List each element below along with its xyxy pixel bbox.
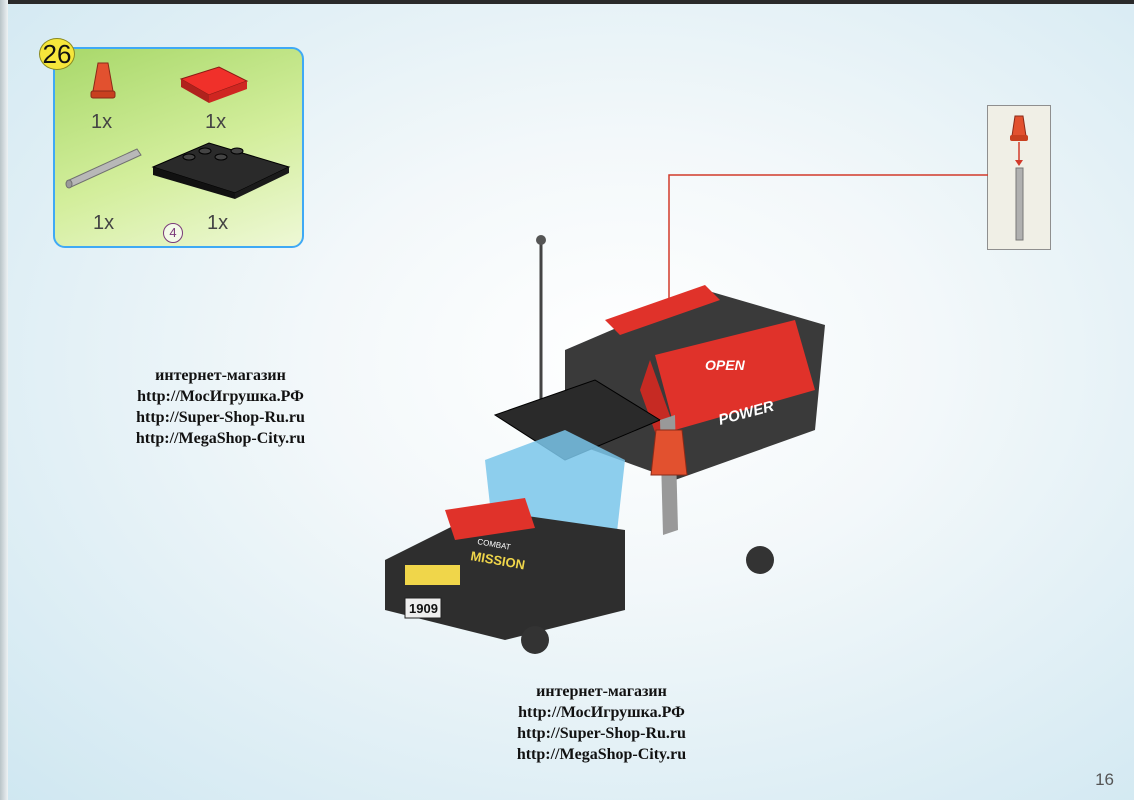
detail-callout bbox=[987, 105, 1051, 250]
rod-part-image bbox=[63, 145, 145, 191]
watermark-bottom: интернет-магазин http://МосИгрушка.РФ ht… bbox=[516, 683, 687, 763]
page-number: 16 bbox=[1095, 770, 1114, 789]
top-edge bbox=[0, 0, 1134, 4]
parts-list-panel: 1x 1x 4 1x bbox=[53, 47, 304, 248]
plate-number: 1909 bbox=[409, 601, 438, 616]
slope-part-image bbox=[149, 133, 293, 201]
cone-part-image bbox=[89, 61, 117, 101]
cone-qty: 1x bbox=[91, 111, 113, 133]
watermark-left: интернет-магазин http://МосИгрушка.РФ ht… bbox=[135, 367, 306, 447]
step-number-badge: 26 bbox=[39, 38, 75, 70]
binding-spine bbox=[0, 0, 8, 800]
truck-model-image: OPEN POWER MISSION COMBAT 1909 bbox=[385, 235, 825, 654]
tile-qty: 1x bbox=[205, 111, 227, 133]
rod-qty: 1x bbox=[93, 212, 115, 234]
roof-logo-text: OPEN bbox=[705, 357, 746, 373]
rod-length-badge: 4 bbox=[163, 223, 183, 243]
slope-qty: 1x bbox=[207, 212, 229, 234]
tile-part-image bbox=[179, 63, 249, 105]
